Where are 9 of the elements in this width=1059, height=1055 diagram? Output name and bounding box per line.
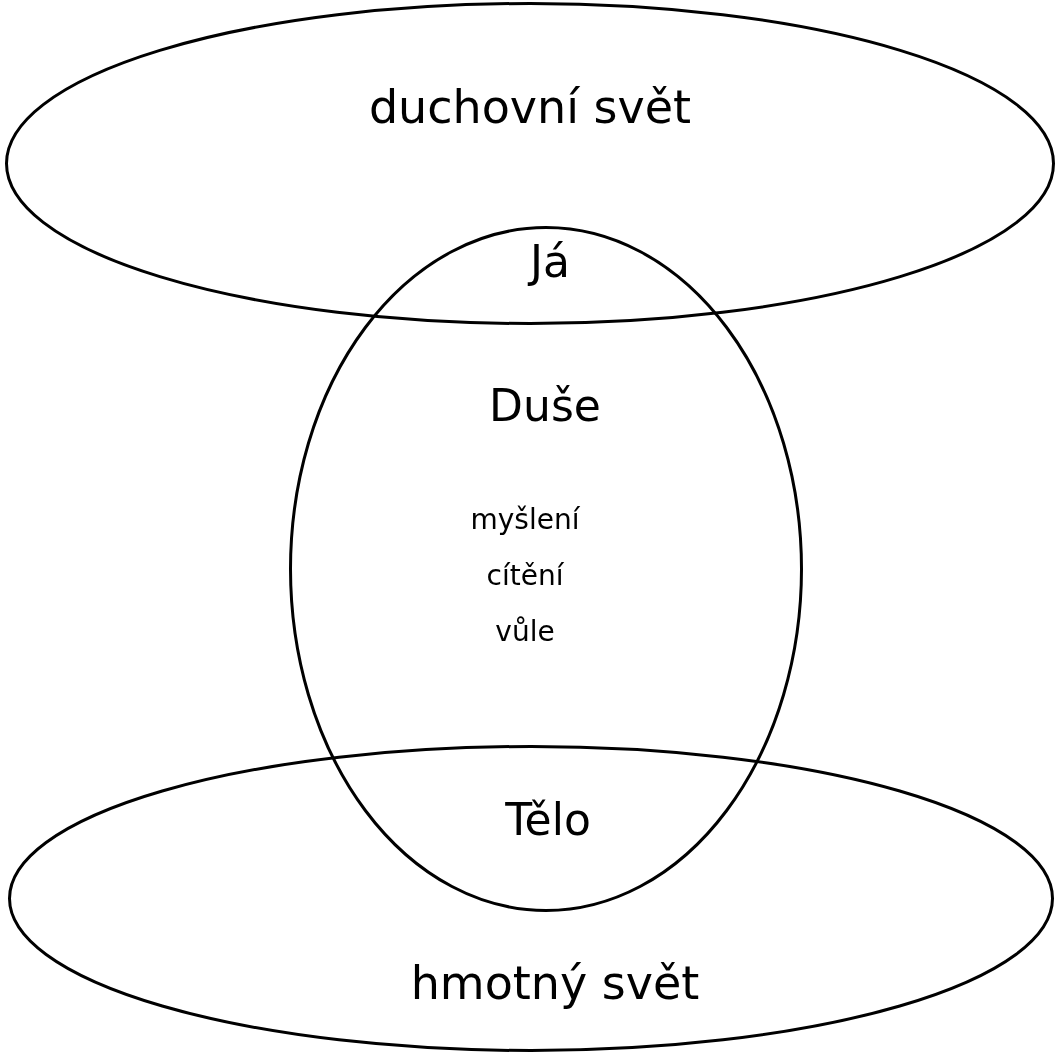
region-title: Duše (489, 384, 601, 428)
ellipse-region (8, 745, 1054, 1052)
list-item: myšlení (470, 506, 580, 534)
overlap-label: Tělo (505, 798, 591, 842)
ellipse-region (5, 2, 1055, 325)
list-item: cítění (486, 562, 564, 590)
ellipse-region (289, 226, 803, 912)
region-title: duchovní svět (368, 84, 692, 130)
list-item: vůle (495, 618, 555, 646)
